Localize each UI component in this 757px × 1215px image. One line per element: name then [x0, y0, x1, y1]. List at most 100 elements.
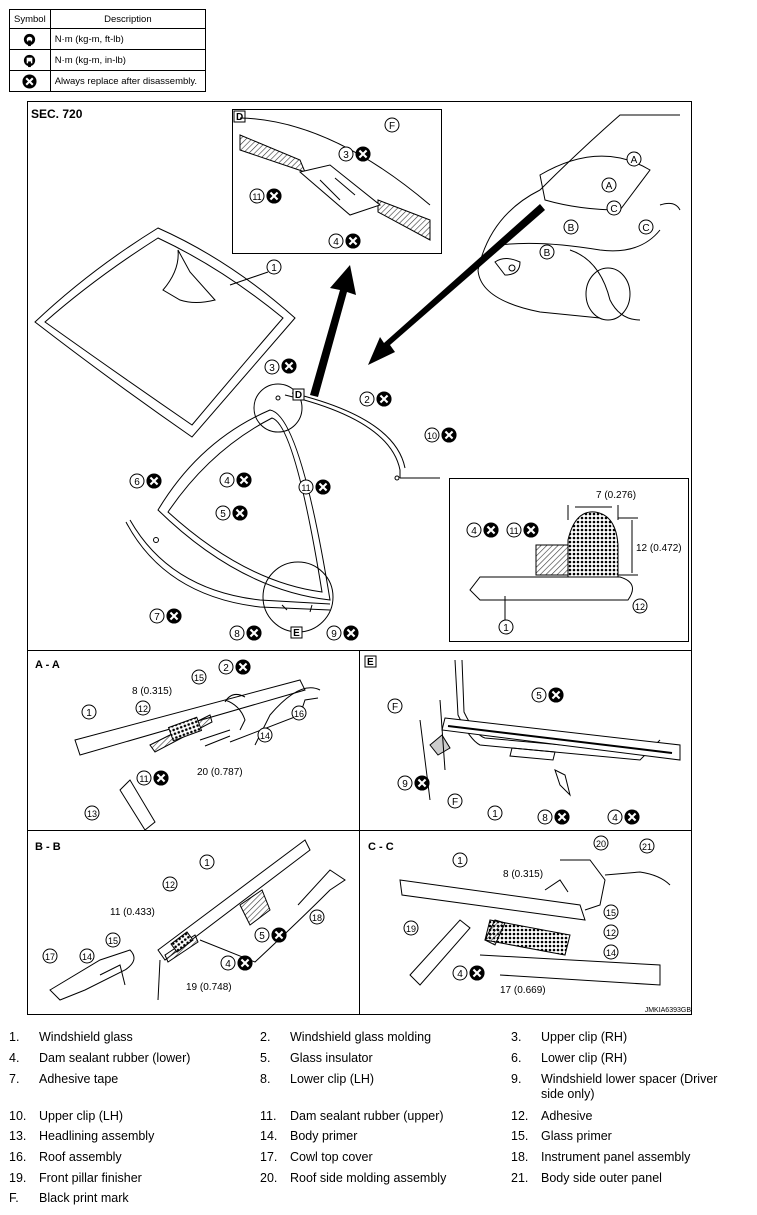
svg-text:18: 18 — [312, 913, 322, 923]
detail-d-label: D — [236, 112, 243, 123]
car-marker-c1: C — [606, 200, 622, 216]
svg-text:4: 4 — [457, 969, 463, 980]
bb-callout-12: 12 — [162, 876, 178, 892]
torque-wrench-icon — [23, 32, 37, 46]
section-label: SEC. 720 — [31, 107, 83, 121]
svg-text:4: 4 — [333, 237, 339, 248]
section-aa — [74, 679, 321, 831]
cc-callout-15: 15 — [603, 904, 619, 920]
svg-text:3: 3 — [343, 150, 349, 161]
callout-6: 6 — [129, 473, 145, 489]
detail-e-circle — [262, 561, 334, 633]
section-e — [419, 659, 681, 801]
bb-callout-15: 15 — [105, 932, 121, 948]
svg-text:4: 4 — [471, 526, 477, 537]
e-callout-8: 8 — [537, 809, 553, 825]
callout-3: 3 — [264, 359, 280, 375]
callout-group: 1 3 D 2 10 11 4 5 6 7 8 E 9 F 3 11 4 A — [42, 117, 655, 981]
callout-4: 4 — [219, 472, 235, 488]
dim-aa-8: 8 (0.315) — [132, 686, 172, 697]
dim-aa-20: 20 (0.787) — [197, 767, 243, 778]
aa-callout-1: 1 — [81, 704, 97, 720]
cc-callout-14: 14 — [603, 944, 619, 960]
e-callout-9: 9 — [397, 775, 413, 791]
svg-text:A: A — [606, 181, 613, 192]
section-cc — [399, 859, 671, 986]
aa-callout-15: 15 — [191, 669, 207, 685]
aa-callout-2: 2 — [218, 659, 234, 675]
detail-e-marker: E — [293, 628, 300, 639]
bb-callout-4: 4 — [220, 955, 236, 971]
bead-detail — [449, 478, 689, 642]
svg-text:12: 12 — [165, 880, 175, 890]
windshield-glass — [34, 227, 296, 438]
cc-callout-1: 1 — [452, 852, 468, 868]
section-bb — [49, 839, 346, 1001]
svg-text:11: 11 — [301, 483, 310, 493]
d-callout-11: 11 — [249, 188, 265, 204]
car-marker-c2: C — [638, 219, 654, 235]
svg-text:21: 21 — [642, 842, 652, 852]
detail-d: D — [232, 109, 442, 254]
svg-text:15: 15 — [606, 908, 616, 918]
svg-text:B: B — [568, 223, 575, 234]
svg-text:1: 1 — [457, 856, 463, 867]
svg-text:11: 11 — [509, 526, 518, 536]
aa-callout-12: 12 — [135, 700, 151, 716]
aa-callout-14: 14 — [257, 727, 273, 743]
detail-d-circle — [253, 383, 303, 433]
svg-text:12: 12 — [635, 602, 645, 612]
d-callout-3: 3 — [338, 146, 354, 162]
aa-callout-11: 11 — [136, 770, 152, 786]
section-bb-label: B - B — [35, 841, 61, 853]
detail-d-marker: D — [295, 390, 302, 401]
svg-text:5: 5 — [259, 931, 265, 942]
d-callout-f: F — [384, 117, 400, 133]
bb-callout-18: 18 — [309, 909, 325, 925]
car-marker-a2: A — [601, 177, 617, 193]
cc-callout-4: 4 — [452, 965, 468, 981]
svg-text:12: 12 — [138, 704, 148, 714]
svg-text:1: 1 — [492, 809, 498, 820]
svg-text:4: 4 — [612, 813, 618, 824]
dim-bb-11: 11 (0.433) — [110, 907, 155, 918]
e-callout-1: 1 — [487, 805, 503, 821]
dim-cc-17: 17 (0.669) — [500, 985, 546, 996]
svg-text:17: 17 — [45, 952, 55, 962]
svg-text:13: 13 — [87, 809, 97, 819]
aa-callout-13: 13 — [84, 805, 100, 821]
svg-text:2: 2 — [364, 395, 370, 406]
svg-text:4: 4 — [225, 959, 231, 970]
svg-text:C: C — [610, 204, 617, 215]
bb-callout-17: 17 — [42, 948, 58, 964]
callout-9: 9 — [326, 625, 342, 641]
bead-callout-1: 1 — [498, 619, 514, 635]
svg-text:14: 14 — [82, 952, 92, 962]
bb-callout-5: 5 — [254, 927, 270, 943]
callout-2: 2 — [359, 391, 375, 407]
dim-cc-8: 8 (0.315) — [503, 869, 543, 880]
dim-7: 7 (0.276) — [596, 490, 636, 501]
svg-text:1: 1 — [503, 623, 509, 634]
car-outline — [477, 114, 681, 321]
svg-text:F: F — [392, 702, 398, 713]
svg-text:20: 20 — [596, 839, 606, 849]
svg-text:12: 12 — [606, 928, 616, 938]
svg-text:11: 11 — [252, 192, 261, 202]
e-callout-4: 4 — [607, 809, 623, 825]
d-callout-4: 4 — [328, 233, 344, 249]
svg-text:F: F — [389, 121, 395, 132]
svg-text:16: 16 — [294, 709, 304, 719]
cc-callout-21: 21 — [639, 838, 655, 854]
always-replace-icon — [22, 73, 37, 89]
svg-text:1: 1 — [271, 263, 277, 274]
cc-callout-12: 12 — [603, 924, 619, 940]
footer-code: JMKIA6393GB — [645, 1007, 692, 1014]
svg-text:19: 19 — [406, 924, 416, 934]
section-cc-label: C - C — [368, 841, 394, 853]
aa-callout-16: 16 — [291, 705, 307, 721]
torque-wrench-small-icon — [24, 54, 36, 67]
dim-bb-19: 19 (0.748) — [186, 982, 232, 993]
svg-text:1: 1 — [204, 858, 210, 869]
windshield-frame — [125, 392, 440, 613]
